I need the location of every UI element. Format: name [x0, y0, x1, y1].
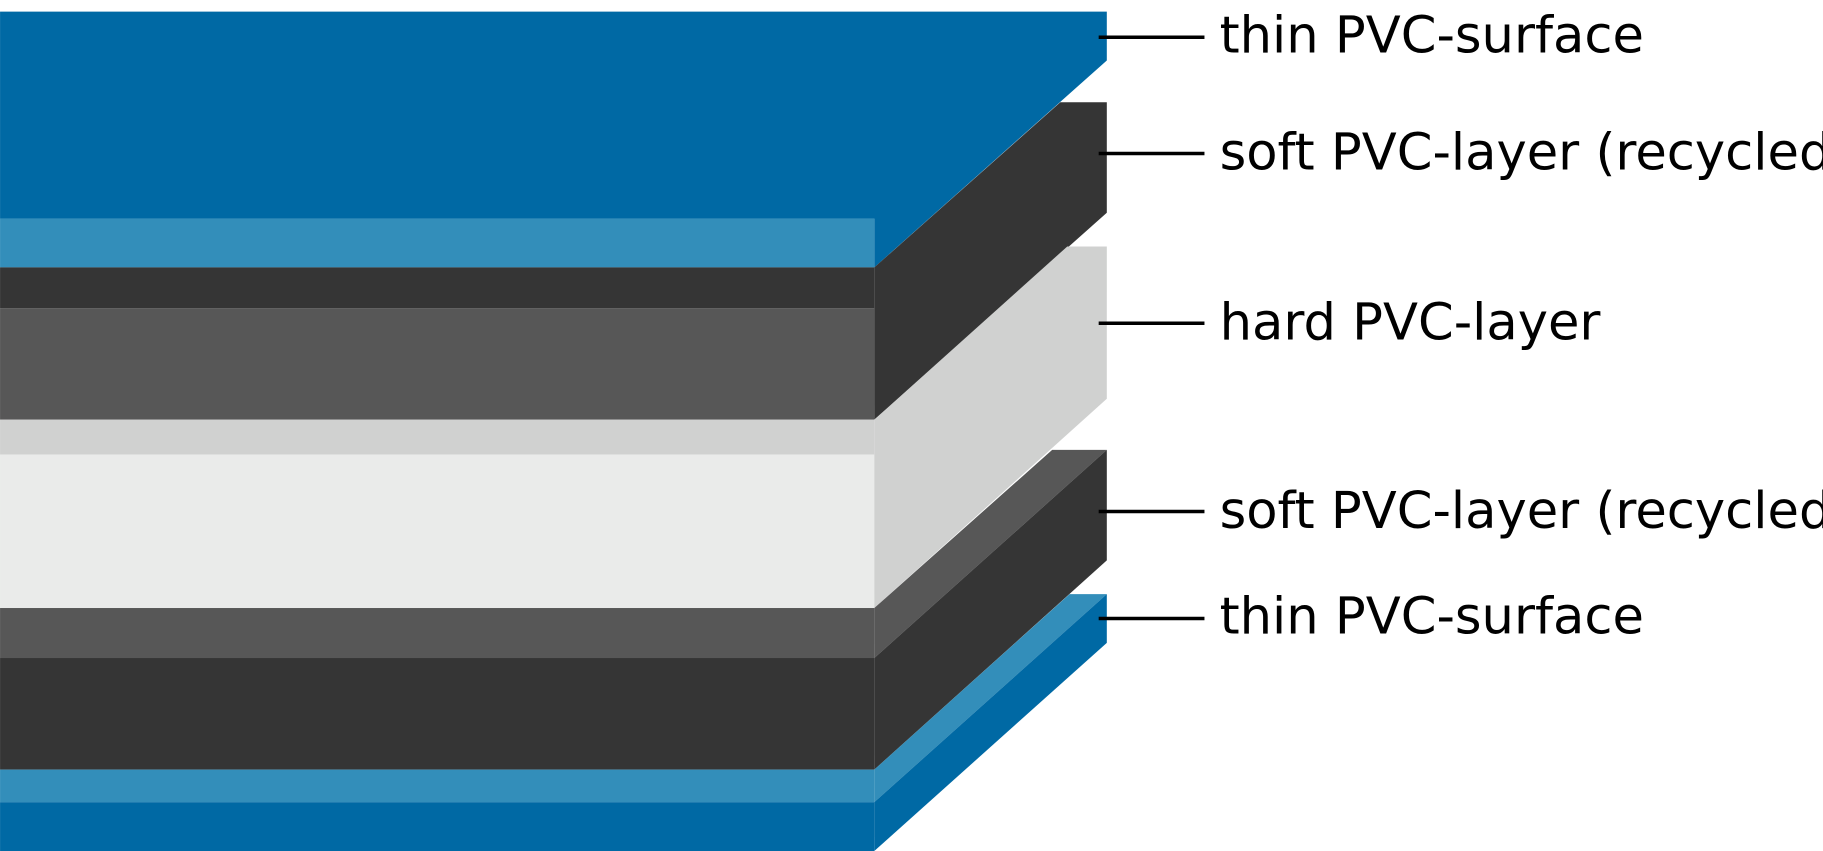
soft-2-side	[874, 449, 1107, 770]
layer-soft-1	[0, 102, 1107, 420]
label-soft-layer-1: soft PVC-layer (recycled)	[1220, 124, 1823, 183]
soft-1-front	[0, 308, 875, 420]
hard-front	[0, 454, 875, 609]
label-soft-layer-2: soft PVC-layer (recycled)	[1220, 482, 1823, 541]
label-top-surface: thin PVC-surface	[1220, 6, 1644, 65]
soft-2-top-strip	[0, 608, 875, 659]
bottom-surface-front	[0, 802, 875, 851]
soft-2-front	[0, 658, 875, 770]
leader-lines	[1098, 35, 1205, 621]
top-surface-face	[0, 11, 1107, 268]
hard-side	[874, 246, 1107, 609]
layer-top-surface	[0, 11, 1107, 268]
layer-hard	[0, 246, 1107, 609]
top-surface-front	[0, 218, 875, 268]
hard-top-strip	[0, 419, 875, 455]
soft-1-side	[874, 102, 1107, 420]
bottom-surface-side	[874, 594, 1107, 851]
bottom-surface-top-strip	[0, 769, 875, 803]
soft-1-top-strip	[0, 267, 875, 309]
layer-soft-2	[0, 449, 1107, 770]
label-bottom-surface: thin PVC-surface	[1220, 588, 1644, 647]
label-hard-layer: hard PVC-layer	[1220, 293, 1602, 352]
layer-bottom-surface	[0, 594, 1107, 851]
